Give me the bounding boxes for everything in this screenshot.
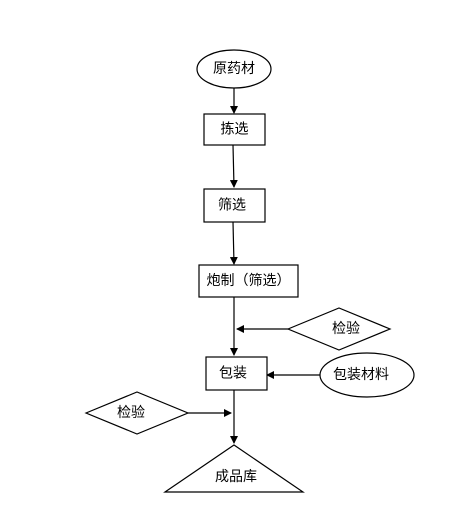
node-processing: 炮制（筛选） (198, 264, 299, 298)
node-sorting-label: 拣选 (221, 122, 249, 138)
node-packaging-label: 包装 (219, 366, 247, 382)
node-sieving-label: 筛选 (218, 198, 246, 214)
node-packaging-material: 包装材料 (319, 352, 415, 398)
node-sorting: 拣选 (203, 113, 266, 146)
edge-sorting-to-sieving (229, 144, 238, 188)
node-inspection-right-label: 检验 (332, 321, 360, 337)
edge-sieving-to-processing (229, 221, 238, 265)
node-raw-material-label: 原药材 (213, 61, 255, 77)
node-finished-store: 成品库 (163, 444, 305, 493)
node-sieving: 筛选 (203, 188, 266, 223)
node-inspection-left: 检验 (84, 391, 190, 435)
node-packaging-material-label: 包装材料 (333, 367, 389, 383)
node-processing-label: 炮制（筛选） (207, 273, 291, 289)
node-finished-store-label: 成品库 (215, 469, 257, 485)
node-packaging: 包装 (205, 356, 268, 391)
node-inspection-left-label: 检验 (117, 405, 145, 421)
node-raw-material: 原药材 (196, 49, 272, 89)
node-inspection-right: 检验 (286, 307, 392, 351)
